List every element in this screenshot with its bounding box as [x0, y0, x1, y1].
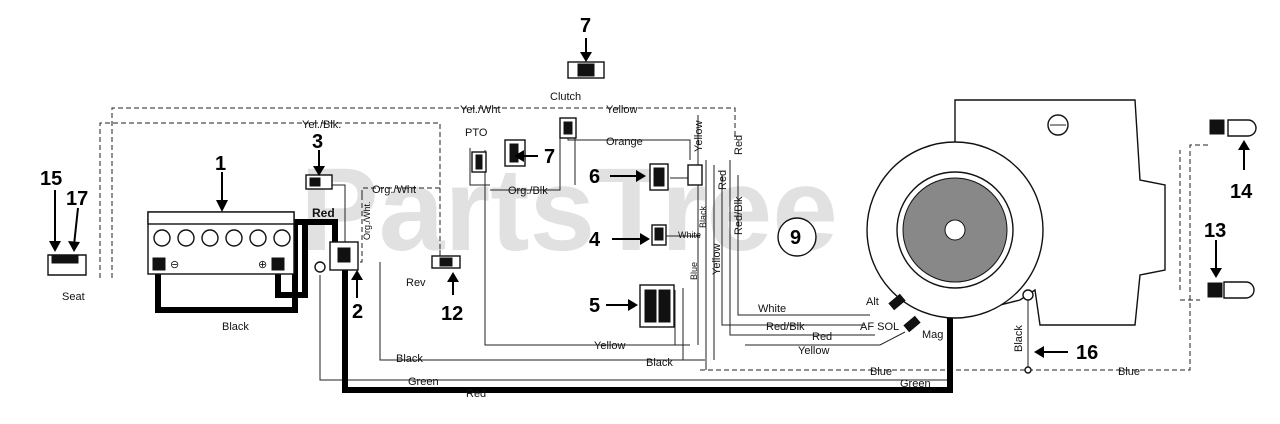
fuse-holder	[305, 174, 333, 190]
callout-arrows	[49, 38, 1250, 358]
callout-14: 14	[1230, 181, 1253, 203]
seat-switch	[47, 254, 87, 276]
label-black-battery: Black	[222, 321, 249, 333]
label-org-wht: Org./Wht	[372, 184, 416, 196]
callout-6: 6	[589, 166, 600, 188]
wire-labels: Yel./Wht Yellow Clutch Yel./Blk. PTO Ora…	[62, 91, 1140, 400]
callout-15: 15	[40, 168, 62, 190]
thick-wires	[155, 219, 953, 393]
label-clutch: Clutch	[550, 91, 581, 103]
label-blue-bottom: Blue	[870, 366, 892, 378]
engine-connectors	[888, 293, 921, 333]
headlight-top	[1209, 119, 1257, 137]
label-black-lower: Black	[396, 353, 423, 365]
watermark-text: PartsTree	[300, 144, 838, 276]
label-orange: Orange	[606, 136, 643, 148]
callout-7-top: 7	[580, 15, 591, 37]
label-red-battery: Red	[312, 206, 335, 220]
label-white-small: White	[678, 230, 701, 240]
label-yellow-top: Yellow	[606, 104, 637, 116]
callout-13: 13	[1204, 220, 1226, 242]
callout-3: 3	[312, 131, 323, 153]
label-blue-vert: Blue	[689, 262, 699, 280]
callout-1: 1	[215, 153, 226, 175]
label-yel-blk: Yel./Blk.	[302, 119, 341, 131]
label-mag: Mag	[922, 329, 943, 341]
callout-7-pto: 7	[544, 146, 555, 168]
battery: ⊖ ⊕	[147, 211, 295, 275]
callout-9: 9	[790, 227, 801, 249]
battery-positive: ⊕	[258, 259, 267, 271]
label-red-blk-vert: Red/Blk	[733, 196, 745, 235]
relay	[649, 163, 703, 191]
callout-16: 16	[1076, 342, 1098, 364]
label-yellow-lower: Yellow	[798, 345, 829, 357]
label-yellow-vert2: Yellow	[711, 244, 723, 275]
label-green-right: Green	[900, 378, 931, 390]
label-pto: PTO	[465, 127, 488, 139]
clutch-connector	[559, 117, 577, 139]
label-seat: Seat	[62, 291, 85, 303]
label-red: Red	[812, 331, 832, 343]
callout-17: 17	[66, 188, 88, 210]
label-black-lower2: Black	[646, 357, 673, 369]
control-module	[639, 284, 675, 328]
callout-numbers: 1 2 3 4 5 6 7 7 9 12 13 14 15 16 17	[40, 15, 1253, 364]
label-blue-right: Blue	[1118, 366, 1140, 378]
label-yel-wht: Yel./Wht	[460, 104, 501, 116]
label-alt: Alt	[866, 296, 879, 308]
label-rev: Rev	[406, 277, 426, 289]
headlight-bottom	[1207, 281, 1255, 299]
label-af-sol: AF SOL	[860, 321, 899, 333]
engine	[866, 99, 1166, 374]
reverse-switch	[431, 255, 461, 269]
label-red-top-right: Red	[733, 135, 745, 155]
label-black-vert: Black	[698, 205, 708, 228]
label-org-wht-vert: Org./Wht.	[362, 201, 372, 240]
label-green: Green	[408, 376, 439, 388]
callout-12: 12	[441, 303, 463, 325]
label-white: White	[758, 303, 786, 315]
label-black-ground: Black	[1013, 325, 1025, 352]
callout-5: 5	[589, 295, 600, 317]
callout-4: 4	[589, 229, 601, 251]
label-red-vert-small: Red	[717, 170, 729, 190]
label-yellow-mid: Yellow	[594, 340, 625, 352]
label-yellow-vert: Yellow	[693, 121, 705, 152]
callout-2: 2	[352, 301, 363, 323]
clutch-part	[567, 61, 605, 79]
battery-negative: ⊖	[170, 259, 179, 271]
starter-solenoid	[314, 241, 359, 273]
label-org-blk: Org./Blk	[508, 185, 548, 197]
label-red-blk: Red/Blk	[766, 321, 805, 333]
engine-callout-circle	[777, 217, 817, 257]
label-red-bottom: Red	[466, 388, 486, 400]
ignition-switch	[651, 224, 667, 246]
